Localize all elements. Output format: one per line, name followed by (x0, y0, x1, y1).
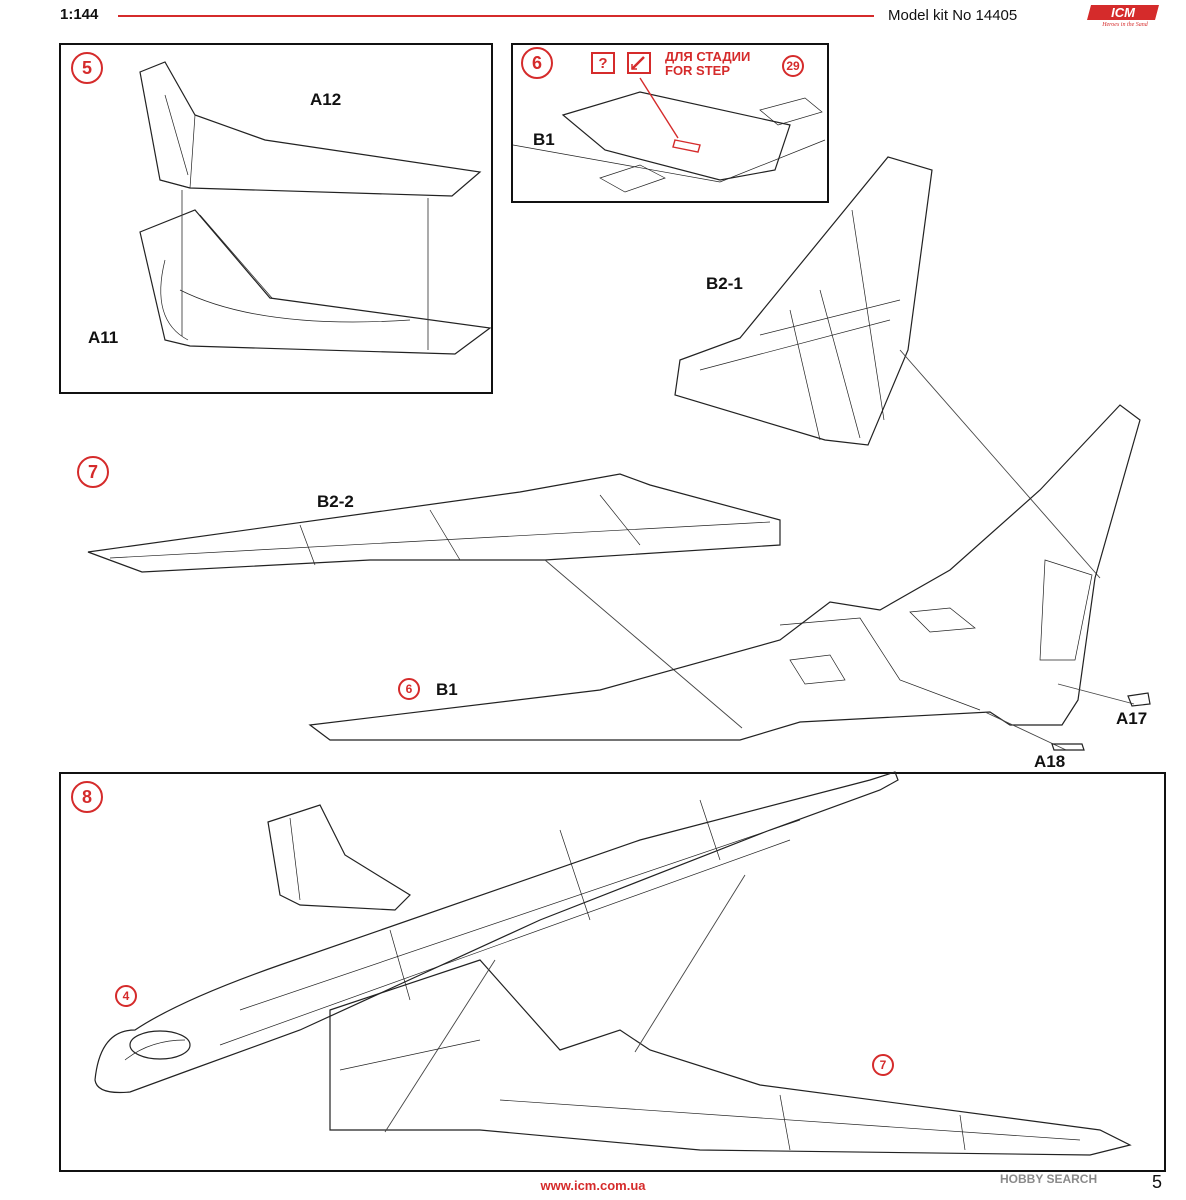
part-label-b2-1: B2-1 (706, 274, 743, 293)
brand-tagline: Heroes in the Sand (1101, 22, 1149, 28)
part-label-a12: A12 (310, 90, 342, 109)
step-5-panel (59, 43, 493, 394)
part-label-a18: A18 (1034, 752, 1066, 771)
part-label-b1-step6: B1 (533, 130, 555, 149)
step-6-ref-badge: 6 (398, 678, 420, 700)
wing-b2-1-drawing (674, 156, 933, 446)
question-icon: ? (591, 52, 615, 74)
wing-step8-drawing (329, 959, 1132, 1156)
for-step-note-ru: ДЛЯ СТАДИИ (665, 49, 751, 64)
step-6-badge: 6 (521, 47, 553, 79)
icm-logo: ICM Heroes in the Sand (1085, 2, 1165, 28)
fin-a11-drawing (139, 209, 492, 355)
step-7-badge: 7 (77, 456, 109, 488)
part-label-a11: A11 (88, 328, 119, 347)
brand-name: ICM (1111, 5, 1136, 20)
watermark-text: HOBBY SEARCH (1000, 1172, 1098, 1186)
paint-brush-icon (627, 52, 651, 74)
stabilizer-a12-drawing (139, 61, 482, 197)
wing-b2-2-drawing (87, 473, 781, 573)
step-8-panel (59, 772, 1166, 1172)
step-5-badge: 5 (71, 52, 103, 84)
step-6-panel (511, 43, 829, 203)
page-number: 5 (1152, 1172, 1163, 1192)
part-label-a17: A17 (1116, 709, 1148, 728)
step-8-badge: 8 (71, 781, 103, 813)
detail-b1-drawing (512, 77, 826, 193)
step-7-ref-badge: 7 (872, 1054, 894, 1076)
scale-label: 1:144 (60, 6, 99, 23)
tail-fin-step8-drawing (267, 804, 411, 911)
part-label-b1-step7: B1 (436, 680, 458, 699)
step-29-ref-badge: 29 (782, 55, 804, 77)
for-step-note-en: FOR STEP (665, 63, 731, 78)
wing-assembly-b1-drawing (308, 404, 1141, 741)
kit-title: Model kit No 14405 (888, 7, 1018, 24)
footer-website[interactable]: www.icm.com.ua (540, 1178, 646, 1193)
header-divider (118, 15, 874, 17)
part-label-b2-2: B2-2 (317, 492, 354, 511)
step-4-ref-badge: 4 (115, 985, 137, 1007)
fuselage-drawing (94, 771, 899, 1094)
